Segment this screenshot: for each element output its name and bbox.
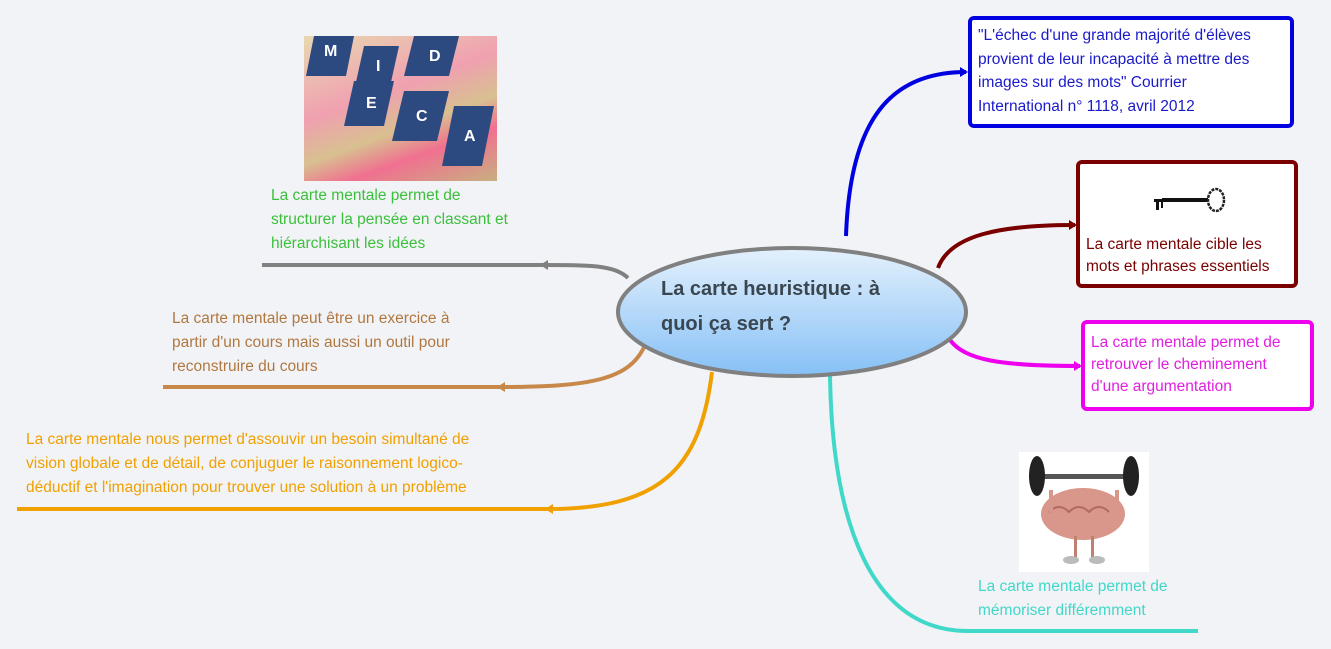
central-topic-line: La carte heuristique : à [661,278,880,300]
topic-text: retrouver le cheminement [1091,356,1267,373]
topic-text: La carte mentale permet de [271,187,461,204]
topic-text: mémoriser différemment [978,602,1146,619]
topic-quote[interactable]: "L'échec d'une grande majorité d'élèves … [968,16,1294,128]
svg-text:A: A [464,128,476,145]
topic-text: provient de leur incapacité à mettre des [978,50,1250,68]
topic-text: images sur des mots" Courrier [978,74,1187,91]
connector-quote [844,70,967,237]
topic-text: La carte mentale nous permet d'assouvir … [26,431,470,448]
topic-memorize[interactable]: La carte mentale permet de mémoriser dif… [978,575,1168,623]
topic-text: vision globale et de détail, de conjugue… [26,455,463,472]
arrow-quote [960,67,968,77]
topic-text: partir d'un cours mais aussi un outil po… [172,334,450,351]
svg-text:I: I [376,58,380,75]
connector-structure [541,263,630,280]
topic-text: La carte mentale cible les [1086,236,1262,253]
topic-exercise[interactable]: La carte mentale peut être un exercice à… [172,307,450,379]
svg-text:C: C [416,108,428,125]
arrow-keywords [1069,220,1077,230]
connector-exercise [498,344,647,389]
branch-underline [262,263,542,267]
central-topic-shape [616,246,968,378]
brain-barbell-image [1019,452,1149,572]
topic-keywords[interactable]: La carte mentale cible les mots et phras… [1076,160,1298,288]
connector-keywords [936,223,1076,269]
topic-text: mots et phrases essentiels [1086,258,1270,275]
arrow-exercise [497,382,505,392]
connector-memorize [828,374,969,633]
topic-text: hiérarchisant les idées [271,235,426,252]
branch-underline [968,629,1198,633]
svg-text:M: M [324,43,337,60]
topic-text: La carte mentale peut être un exercice à [172,310,450,327]
branch-underline [163,385,499,389]
central-topic[interactable]: La carte heuristique : à quoi ça sert ? [661,272,880,342]
svg-text:D: D [429,48,441,65]
topic-text: "L'échec d'une grande majorité d'élèves [978,27,1251,44]
topic-text: La carte mentale permet de [1091,334,1281,351]
arrow-structure [540,260,548,270]
file-folders-image: M I D E C A [304,36,497,181]
arrow-vision [545,504,553,514]
topic-text: International n° 1118, avril 2012 [978,97,1195,115]
topic-text: d'une argumentation [1091,378,1232,395]
connector-argumentation [948,338,1081,368]
branch-underline [17,507,547,511]
topic-text: reconstruire du cours [172,358,318,375]
topic-text: déductif et l'imagination pour trouver u… [26,479,467,496]
topic-text: structurer la pensée en classant et [271,211,508,228]
topic-argumentation[interactable]: La carte mentale permet de retrouver le … [1081,320,1314,411]
key-icon [1154,187,1226,213]
topic-text: La carte mentale permet de [978,578,1168,595]
connector-vision [546,371,714,511]
topic-vision[interactable]: La carte mentale nous permet d'assouvir … [26,428,469,500]
svg-text:E: E [366,95,377,112]
central-topic-line: quoi ça sert ? [661,313,792,335]
topic-structure[interactable]: La carte mentale permet de structurer la… [271,184,508,256]
arrow-argumentation [1074,361,1082,371]
